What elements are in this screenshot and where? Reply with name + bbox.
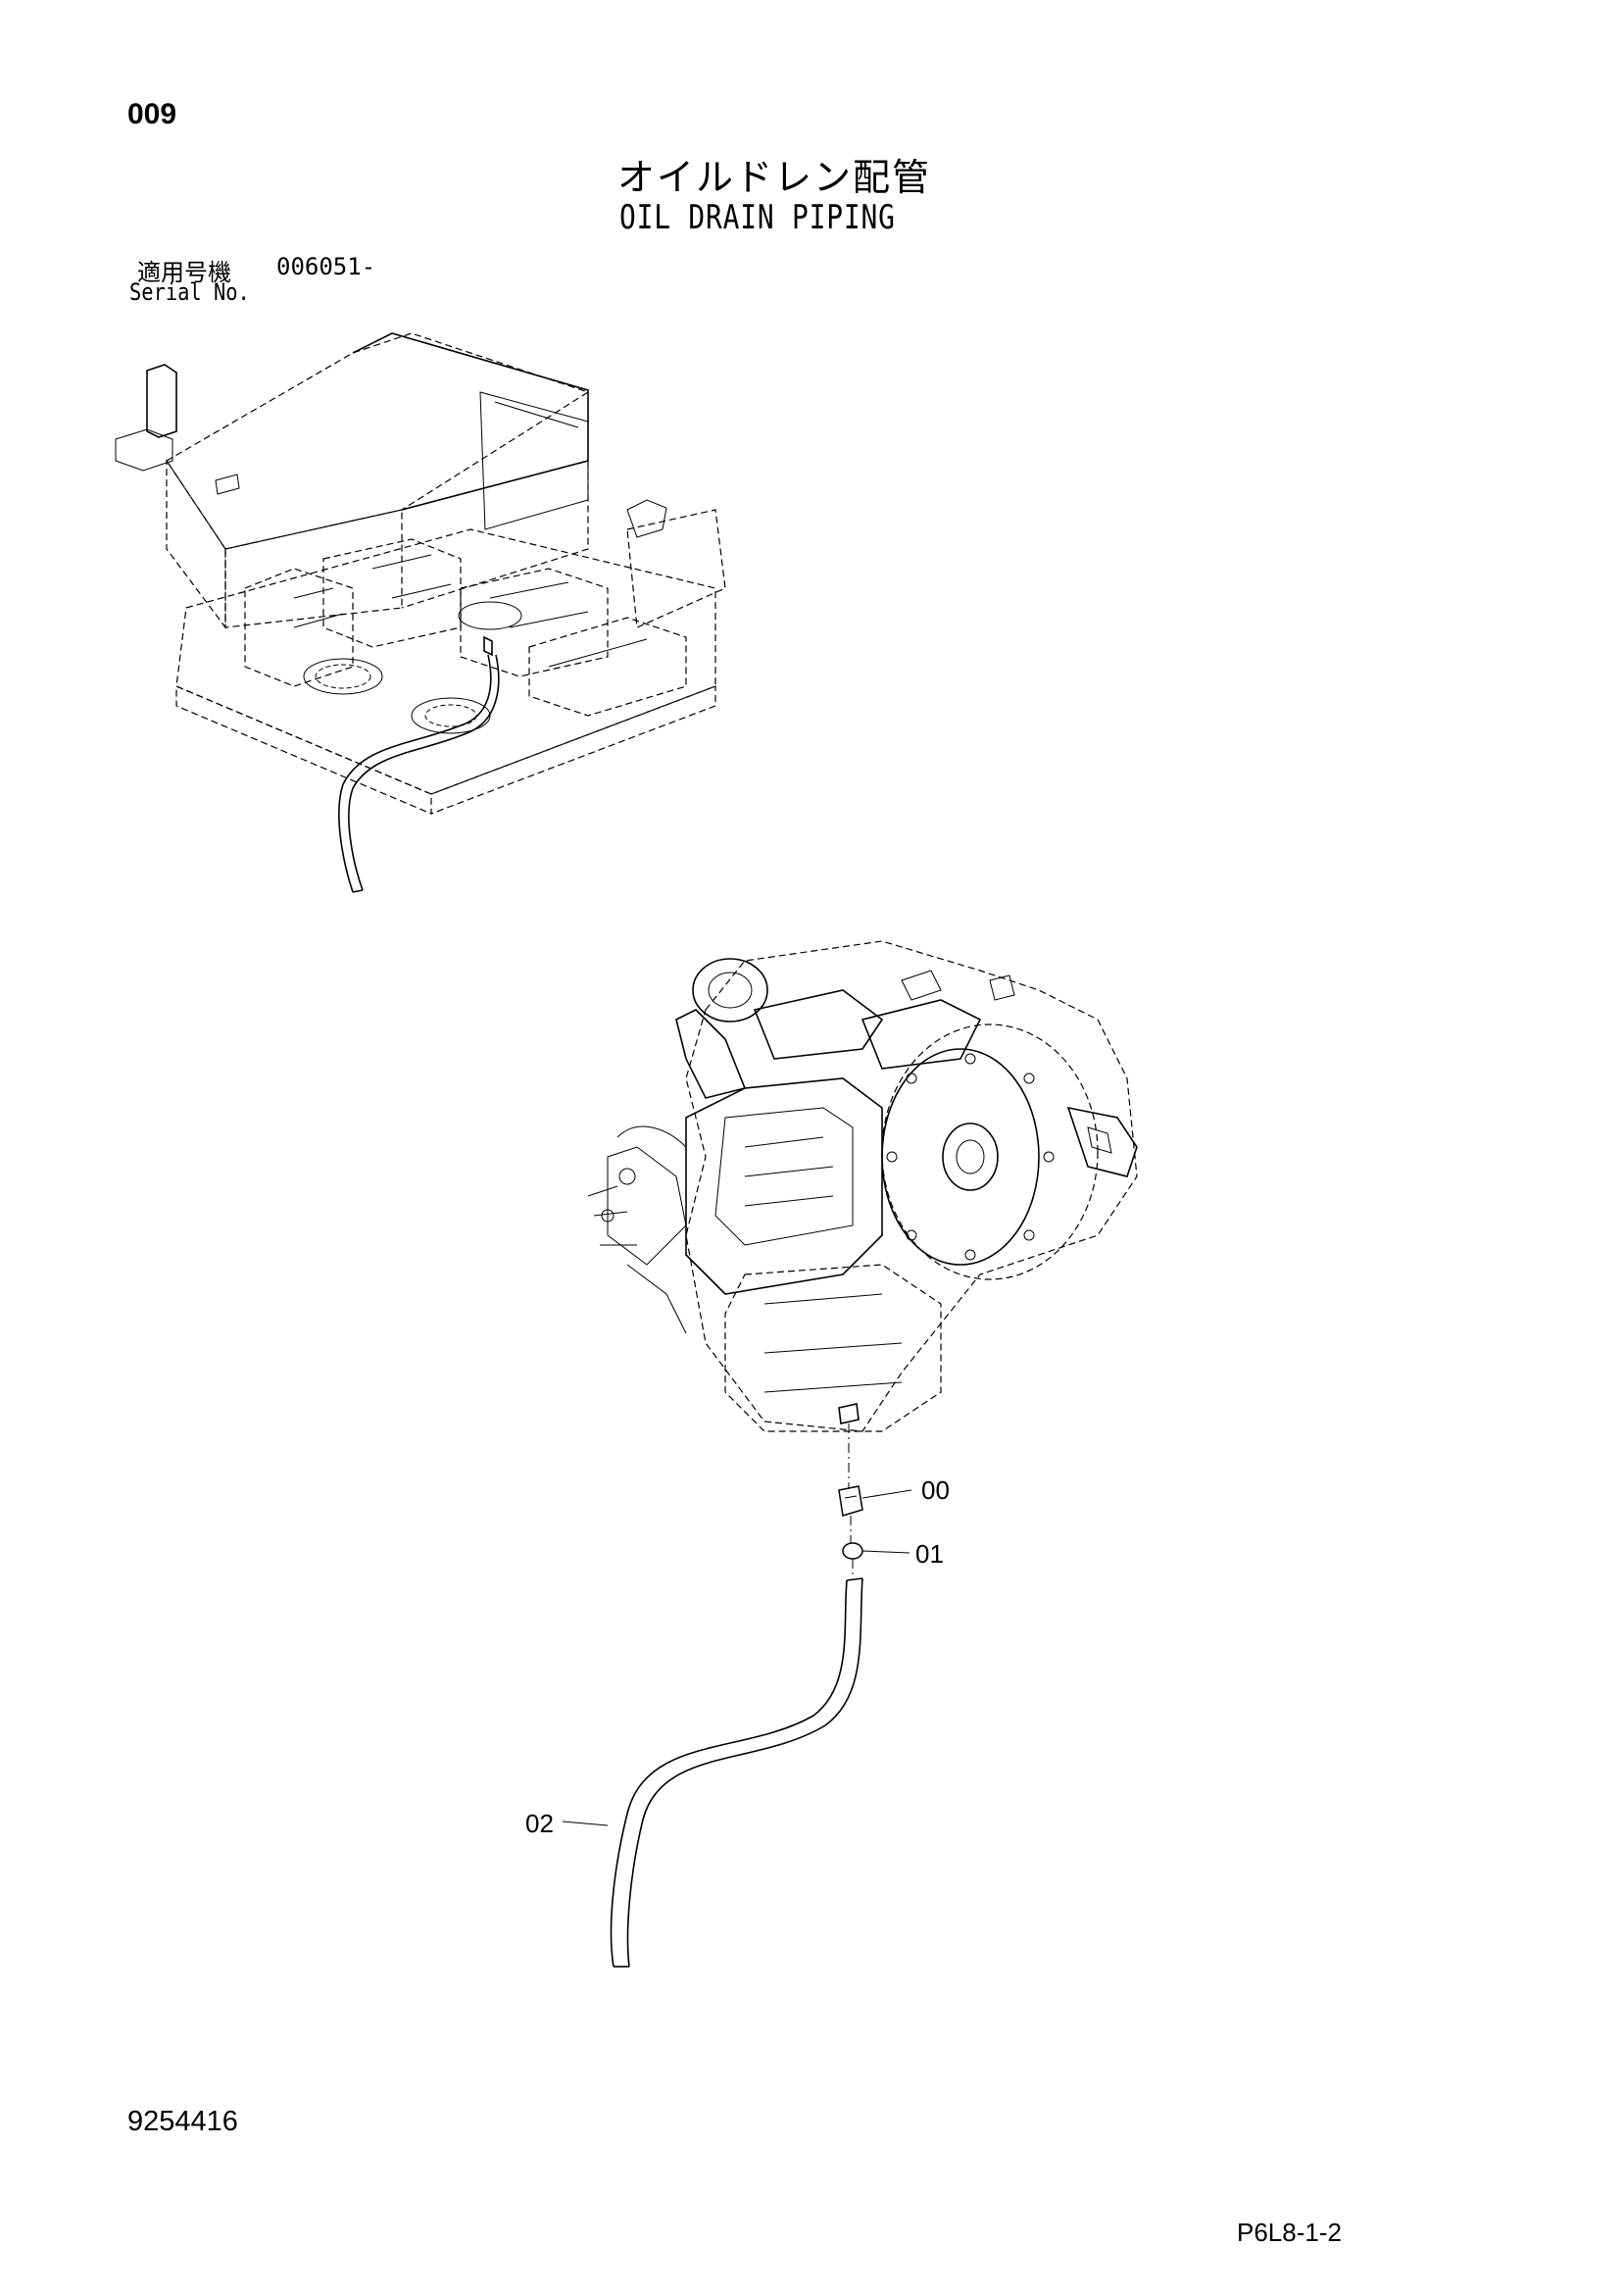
callout-00: 00 (921, 1475, 950, 1505)
page-number: 009 (127, 98, 177, 130)
serial-label-jp: 適用号機 (137, 259, 231, 286)
upper-frame-illustration (115, 332, 726, 893)
drain-valve (838, 1485, 863, 1517)
callout-01: 01 (915, 1539, 944, 1569)
serial-label-en: Serial No. (129, 278, 250, 306)
leader-02 (562, 1821, 609, 1826)
drain-assembly (562, 1423, 912, 1968)
document-number: 9254416 (127, 2106, 238, 2137)
leader-01 (861, 1550, 910, 1554)
callout-02: 02 (525, 1809, 554, 1838)
page-title-en: OIL DRAIN PIPING (619, 198, 896, 237)
page-title-jp: オイルドレン配管 (617, 156, 932, 199)
engine-illustration (587, 940, 1138, 1432)
serial-value: 006051- (276, 253, 376, 280)
leader-00 (861, 1489, 912, 1499)
drain-hose (610, 1579, 848, 1968)
hose-band (842, 1542, 863, 1560)
page-code: P6L8-1-2 (1237, 2218, 1342, 2247)
